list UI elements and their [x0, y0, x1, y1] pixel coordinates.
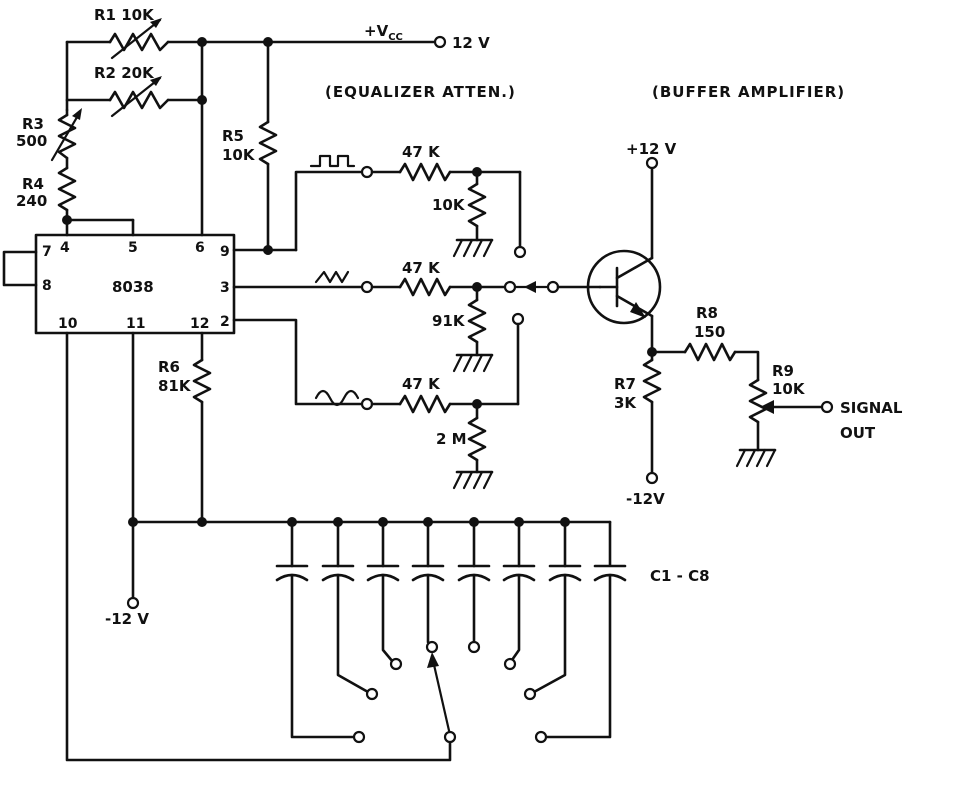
- pin-6: 6: [195, 240, 205, 256]
- r8-value: 150: [694, 323, 725, 341]
- r4-resistor: [57, 156, 135, 237]
- r3-variable-resistor: [50, 108, 82, 162]
- r-tri-series-label: 47 K: [402, 259, 441, 277]
- r-sin-shunt-label: 2 M: [436, 430, 467, 448]
- r5-value: 10K: [222, 146, 256, 164]
- resistor-10k-shunt: [467, 170, 487, 242]
- r1-label: R1 10K: [94, 6, 155, 24]
- pin-12: 12: [190, 316, 209, 332]
- triangle-wave-icon: [314, 270, 350, 284]
- r-sq-series-label: 47 K: [402, 143, 441, 161]
- r-sq-shunt-label: 10K: [432, 196, 466, 214]
- r5-resistor: [258, 40, 278, 252]
- pin-11: 11: [126, 316, 145, 332]
- vcc-label: +VCC: [364, 22, 403, 43]
- pin-3: 3: [220, 280, 230, 296]
- r3-label: R3: [22, 115, 44, 133]
- vcc-terminal: [433, 35, 447, 49]
- ground-icon: [452, 238, 494, 258]
- ground-icon: [452, 353, 494, 373]
- vcc-value-label: 12 V: [452, 34, 490, 52]
- pin-2: 2: [220, 314, 230, 330]
- r-sin-series-label: 47 K: [402, 375, 441, 393]
- signal-out-label-2: OUT: [840, 424, 876, 442]
- r7-resistor: [642, 358, 662, 475]
- r9-potentiometer: [748, 378, 824, 452]
- resistor-47k-triangle: [398, 277, 452, 297]
- square-wave-icon: [309, 154, 356, 168]
- neg12-emitter-label: -12V: [626, 490, 665, 508]
- r8-label: R8: [696, 304, 718, 322]
- ic-name: 8038: [112, 278, 154, 296]
- r2-variable-resistor: [108, 76, 170, 118]
- r9-value: 10K: [772, 380, 806, 398]
- caps-label: C1 - C8: [650, 567, 710, 585]
- r8-resistor: [683, 342, 737, 362]
- npn-transistor: [586, 249, 662, 325]
- neg12-pin11-label: -12 V: [105, 610, 149, 628]
- pin-7: 7: [42, 244, 52, 260]
- r5-label: R5: [222, 127, 244, 145]
- resistor-47k-square: [398, 162, 452, 182]
- r4-label: R4: [22, 175, 44, 193]
- equalizer-header: (EQUALIZER ATTEN.): [325, 83, 516, 101]
- r2-label: R2 20K: [94, 64, 155, 82]
- pin-8: 8: [42, 278, 52, 294]
- pin-4: 4: [60, 240, 70, 256]
- r6-value: 81K: [158, 377, 192, 395]
- r6-label: R6: [158, 358, 180, 376]
- pin-10: 10: [58, 316, 78, 332]
- pin-5: 5: [128, 240, 138, 256]
- r-tri-shunt-label: 91K: [432, 312, 466, 330]
- pos12-label: +12 V: [626, 140, 677, 158]
- r3-value: 500: [16, 132, 47, 150]
- r7-label: R7: [614, 375, 636, 393]
- resistor-47k-sine: [398, 394, 452, 414]
- r6-resistor: [192, 358, 212, 404]
- ground-icon: [452, 470, 494, 490]
- capacitor-selector-arm: [427, 652, 452, 737]
- pin-9: 9: [220, 244, 230, 260]
- resistor-91k-shunt: [467, 285, 487, 357]
- signal-out-terminal: [820, 400, 834, 414]
- r4-value: 240: [16, 192, 47, 210]
- sine-wave-icon: [314, 389, 360, 407]
- r1-variable-resistor: [108, 18, 170, 60]
- capacitor-bank: [275, 520, 627, 744]
- r7-value: 3K: [614, 394, 637, 412]
- ground-icon: [735, 448, 777, 468]
- resistor-2m-shunt: [467, 402, 487, 474]
- signal-out-label: SIGNAL: [840, 399, 903, 417]
- vcc-rail: [65, 40, 439, 112]
- buffer-header: (BUFFER AMPLIFIER): [652, 83, 845, 101]
- r9-label: R9: [772, 362, 794, 380]
